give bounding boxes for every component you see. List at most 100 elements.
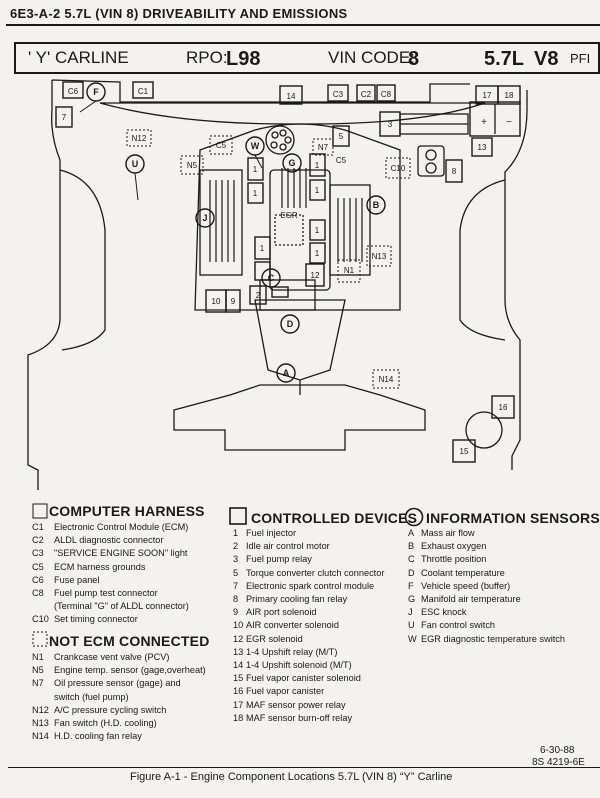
label-10: 10 [212, 297, 221, 306]
not-ecm-symbol [32, 631, 48, 647]
label-b: B [373, 200, 380, 210]
leader-lines [79, 100, 263, 201]
legend-item-text: Vehicle speed (buffer) [421, 580, 511, 591]
distributor-cap [265, 125, 295, 155]
throttle-body-box [259, 279, 316, 311]
legend-item-code [32, 691, 54, 704]
legend-item-code: 3 [233, 554, 239, 565]
label-5: 5 [339, 132, 344, 141]
label-1-c: 1 [315, 161, 320, 170]
legend-item-text: Engine temp. sensor (gage,overheat) [54, 665, 206, 676]
legend-item-text: H.D. cooling fan relay [54, 731, 142, 742]
legend-item-text: AIR port solenoid [246, 607, 317, 618]
legend-item-code: C8 [32, 588, 44, 599]
legend-item-text: A/C pressure cycling switch [54, 704, 167, 715]
computer-harness-heading: COMPUTER HARNESS [49, 503, 205, 519]
rpo-label: RPO: [186, 48, 228, 67]
legend-item-text: Crankcase vent valve (PCV) [54, 652, 170, 662]
information-sensors-heading: INFORMATION SENSORS [426, 510, 600, 526]
legend-item-code: C [408, 554, 415, 565]
legend-item-text: MAF sensor power relay [246, 699, 346, 710]
legend-item-text: Idle air control motor [246, 541, 330, 552]
legend-item-code: U [408, 620, 415, 631]
vehicle-body-outline [27, 79, 470, 490]
legend-item-text: Oil pressure sensor (gage) and [54, 678, 181, 689]
right-inner-fender [459, 179, 506, 341]
label-c5-right: C5 [336, 156, 347, 165]
legend-item-text: Fan control switch [421, 620, 496, 631]
label-n1: N1 [344, 266, 355, 275]
legend-item-code: 7 [233, 580, 239, 591]
label-n12: N12 [132, 134, 147, 143]
component-boxes [55, 81, 521, 463]
legend-item-text: Throttle position [421, 554, 487, 565]
legend-item-code [32, 600, 54, 613]
legend-item-code: 12 [233, 633, 244, 644]
label-c2: C2 [361, 90, 372, 99]
label-w: W [251, 141, 260, 151]
label-c8: C8 [381, 90, 392, 99]
legend-item-code: C10 [32, 614, 49, 625]
legend-item-code: N7 [32, 678, 44, 689]
legend-item-code: 10 [233, 620, 244, 631]
label-9: 9 [231, 297, 236, 306]
label-c: C [268, 273, 275, 283]
legend-item: (Terminal "G" of ALDL connector) [32, 600, 189, 613]
legend-item-text: switch (fuel pump) [54, 691, 129, 702]
page-header: 6E3-A-2 5.7L (VIN 8) DRIVEABILITY AND EM… [10, 6, 348, 21]
battery-plus: + [481, 117, 487, 128]
legend-item-code: 18 [233, 712, 244, 723]
legend-item-text: Set timing connector [54, 614, 138, 625]
label-egr: EGR [280, 211, 298, 220]
label-18: 18 [505, 91, 514, 100]
legend-item-text: (Terminal "G" of ALDL connector) [54, 601, 189, 612]
legend-item: C3"SERVICE ENGINE SOON" light [32, 547, 189, 560]
legend-item-code: 13 [233, 646, 244, 657]
carline-label: ' Y' CARLINE [28, 48, 129, 67]
egr-valve-box [274, 214, 304, 246]
legend-item-text: Torque converter clutch connector [246, 567, 385, 578]
label-n5: N5 [187, 161, 198, 170]
legend-item-text: ALDL diagnostic connector [54, 535, 164, 546]
legend-item-code: 2 [233, 541, 239, 552]
vin-code-label: VIN CODE: [328, 48, 415, 67]
label-n7: N7 [318, 143, 329, 152]
legend-item-text: Electronic spark control module [246, 580, 375, 591]
engine-displacement: 5.7L [484, 48, 525, 70]
c10-connector-pin-bottom [425, 162, 437, 174]
legend-item-code: B [408, 541, 415, 552]
legend-item-text: ECM harness grounds [54, 561, 146, 572]
legend-item-text: Fuel injector [246, 528, 297, 538]
label-1-e: 1 [260, 244, 265, 253]
legend-item: C8 Fuel pump test connector [32, 587, 189, 600]
label-1-f: 1 [315, 226, 320, 235]
label-c6: C6 [68, 87, 79, 96]
legend-item-text: EGR diagnostic temperature switch [421, 633, 565, 644]
legend-item-text: Fuel pump test connector [54, 588, 158, 599]
legend-item-text: 1-4 Upshift solenoid (M/T) [246, 660, 352, 671]
not-ecm-heading: NOT ECM CONNECTED [49, 633, 210, 649]
center-manifold-hatch [281, 168, 307, 208]
footer-rule [8, 767, 600, 768]
